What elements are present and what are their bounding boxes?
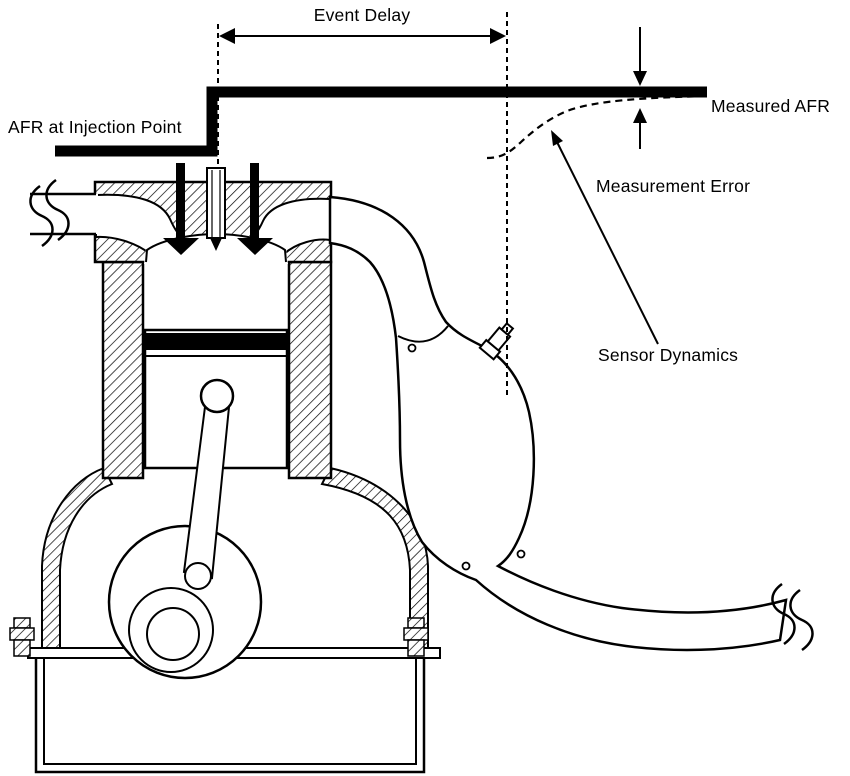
arrowhead-right [490, 28, 506, 44]
exhaust-seam [397, 325, 449, 343]
cylinder-block [101, 260, 333, 480]
arrowhead-left [219, 28, 235, 44]
signal-overlay: Event Delay AFR at Injection Point Measu… [8, 5, 830, 398]
crank-pin [184, 562, 212, 590]
engine-drawing [9, 163, 814, 774]
cylinder-head [29, 163, 333, 264]
arrowhead-up-left [551, 130, 563, 146]
sensor-dynamics-arrow [551, 130, 659, 345]
event-delay-arrow [219, 28, 506, 44]
oxygen-sensor [478, 321, 515, 361]
piston-rings [145, 333, 287, 350]
wrist-pin [199, 378, 235, 414]
exhaust-outline [328, 195, 788, 652]
weld-dot [461, 561, 471, 571]
exhaust-break-symbol [771, 582, 814, 652]
intake-break-symbol [29, 178, 70, 248]
oil-pan-outer-wall [34, 658, 426, 774]
weld-dot [516, 549, 526, 559]
exhaust-system [328, 195, 814, 652]
mount-bolt-right [403, 617, 429, 657]
crank-journal [146, 607, 200, 661]
fuel-injector [206, 167, 226, 251]
event-delay-label: Event Delay [314, 5, 411, 25]
cylinder-wall-left [101, 260, 145, 480]
mount-bolt-left [9, 617, 35, 657]
arrowhead-down [633, 71, 647, 86]
piston-assembly [143, 328, 289, 590]
measured-afr-curve [486, 94, 705, 160]
oil-pan-inner-wall [43, 658, 417, 765]
intake-valve [163, 163, 199, 255]
measurement-error-arrows [633, 27, 647, 149]
weld-dot [407, 343, 417, 353]
sensor-dynamics-label: Sensor Dynamics [598, 345, 738, 365]
crankcase-wall-left [41, 466, 114, 649]
measurement-error-label: Measurement Error [596, 176, 750, 196]
afr-injection-label: AFR at Injection Point [8, 117, 182, 137]
exhaust-valve [237, 163, 273, 255]
measured-afr-label: Measured AFR [711, 96, 830, 116]
afr-step-signal [55, 86, 707, 157]
crankshaft [107, 524, 263, 680]
oil-pan [34, 658, 426, 774]
cylinder-wall-right [287, 260, 333, 480]
arrowhead-up [633, 108, 647, 123]
